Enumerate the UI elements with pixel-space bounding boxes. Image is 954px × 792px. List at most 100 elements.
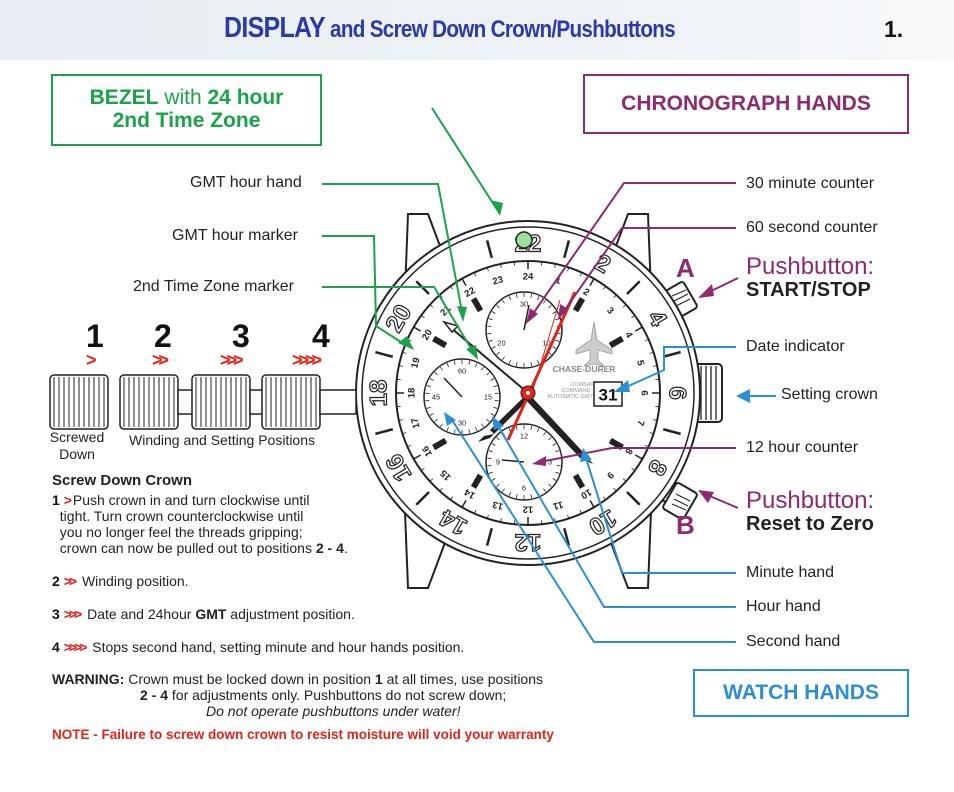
subdial-tick <box>490 378 495 381</box>
minute-tick <box>429 478 434 482</box>
minute-tick <box>649 351 654 354</box>
subdial-tick <box>555 450 560 453</box>
minute-tick <box>579 509 583 514</box>
minute-tick <box>420 315 425 319</box>
crown-position-2-icon <box>119 374 195 430</box>
subdial-tick <box>508 491 511 496</box>
bezel-title-b: with <box>158 86 208 109</box>
minute-tick <box>602 285 606 290</box>
inner-24h-numeral: 16 <box>420 444 435 459</box>
bezel-tick <box>485 240 493 259</box>
model-text-line: COMMAND <box>561 388 590 394</box>
position-arrow-1: > <box>86 350 96 370</box>
minute-tick <box>631 467 636 471</box>
minute-tick <box>649 432 654 435</box>
subdial-tick <box>515 494 518 499</box>
inner-24h-numeral: 13 <box>491 498 504 511</box>
inner-24h-numeral: 20 <box>420 328 435 343</box>
hour-index <box>432 437 448 451</box>
bezel-section-box: BEZEL with 24 hour 2nd Time Zone <box>51 74 322 146</box>
position-number-4: 4 <box>312 318 330 354</box>
bezel-tick <box>662 350 681 358</box>
subdial-label: 3 <box>548 458 552 467</box>
subdial-tick <box>515 425 518 430</box>
bezel-tick <box>375 428 394 436</box>
inner-24h-numeral: 8 <box>622 446 634 456</box>
minute-tick <box>622 478 627 482</box>
crown-position-1-icon <box>49 374 109 430</box>
callout-date <box>623 346 736 389</box>
bezel-tick <box>485 527 493 546</box>
instruction-step-4: 4 >>>> Stops second hand, setting minute… <box>52 639 465 655</box>
inner-24h-numeral: 24 <box>523 272 534 283</box>
bezel-tick <box>626 280 641 295</box>
instruction-step-3: 3 >>> Date and 24hour GMT adjustment pos… <box>52 606 355 622</box>
subdial-tick <box>446 363 449 368</box>
inner-24h-numeral: 22 <box>463 285 478 300</box>
callout-30-min-counter <box>529 182 736 319</box>
inner-24h-numeral: 11 <box>551 498 564 511</box>
minute-tick <box>439 487 443 492</box>
subdial-tick <box>453 429 456 434</box>
subdial-tick <box>508 359 511 364</box>
model-text-line: COMBAT <box>570 382 594 388</box>
label-30-minute-counter: 30 minute counter <box>746 175 875 192</box>
subdial-tick <box>453 360 456 365</box>
position-number-1: 1 <box>86 318 104 354</box>
minute-tick <box>486 514 489 519</box>
label-setting-crown: Setting crown <box>781 386 878 403</box>
minute-tick <box>398 365 403 367</box>
position-arrow-3: >>> <box>220 350 243 370</box>
warning-text: WARNING: Crown must be locked down in po… <box>52 671 543 719</box>
subdial-label: 12 <box>520 432 528 441</box>
pushbutton-a-subtitle: START/STOP <box>746 279 871 301</box>
subdial-tick <box>491 346 496 349</box>
subdial-tick <box>439 366 443 371</box>
minute-tick <box>402 351 407 354</box>
subdial-tick <box>552 478 557 481</box>
subdial-tick <box>552 311 557 314</box>
page-number: 1. <box>884 16 904 42</box>
subdial-tick <box>496 483 500 488</box>
subdial-tick <box>429 378 434 381</box>
subdial-tick <box>543 431 547 436</box>
subdial-tick <box>475 363 478 368</box>
subdial-tick <box>548 483 552 488</box>
callout-bezel <box>431 107 497 209</box>
callout-second-zone-marker <box>322 286 473 351</box>
subdial-minute-hand <box>523 304 530 331</box>
subdial-label: 20 <box>497 339 505 348</box>
hour-index <box>572 473 586 489</box>
minute-tick <box>407 444 412 448</box>
label-date-indicator: Date indicator <box>746 338 845 355</box>
subdial-tick <box>496 436 500 441</box>
subdial-tick <box>488 339 493 342</box>
minute-tick <box>554 263 556 268</box>
bezel-numeral-12: 12 <box>515 529 542 556</box>
bezel-tick <box>415 491 430 506</box>
callout-second-hand <box>451 419 736 643</box>
subdial-tick <box>426 385 431 388</box>
hour-index <box>470 473 484 489</box>
subdial-second-hand <box>443 377 463 398</box>
minute-hand <box>524 393 593 464</box>
callout-12-hour-counter <box>539 447 736 463</box>
screw-down-title: Screw Down Crown <box>52 472 193 489</box>
minute-tick <box>473 272 477 277</box>
subdial-tick <box>481 366 485 371</box>
model-text-line: AUTOMATIC GMT <box>547 394 593 400</box>
subdial-tick <box>552 443 557 446</box>
minute-tick <box>653 365 658 367</box>
chrono-second-hand <box>506 291 577 441</box>
minute-tick <box>579 272 583 277</box>
subdial-label: 60 <box>458 367 466 376</box>
watch-hands-box: WATCH HANDS <box>693 669 909 717</box>
minute-tick <box>500 518 502 523</box>
subdial-tick <box>486 418 490 423</box>
pushbutton-b-title: Pushbutton: <box>746 487 875 514</box>
subdial-tick <box>434 371 438 376</box>
bezel-tick <box>563 527 571 546</box>
subdial-label: 30 <box>458 419 466 428</box>
minute-tick <box>461 500 467 508</box>
minute-tick <box>413 326 421 332</box>
